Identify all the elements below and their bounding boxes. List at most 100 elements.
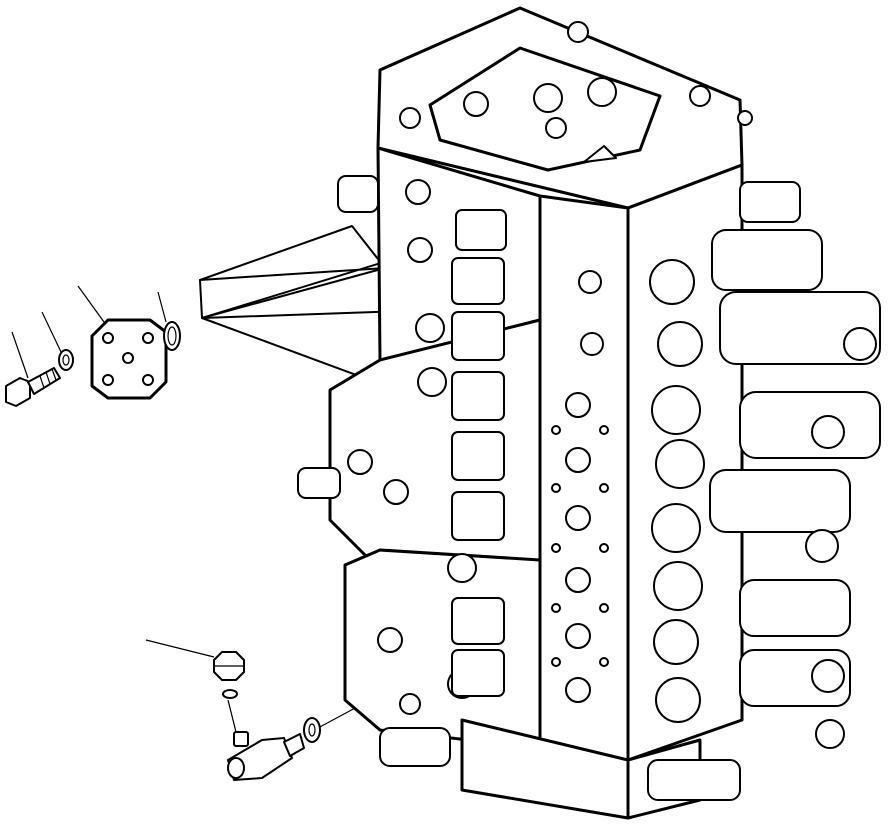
spool-1 <box>455 209 507 251</box>
leader-line-o-ring <box>157 291 167 323</box>
valve-left-middle-section <box>328 318 542 572</box>
spool-6 <box>451 491 505 541</box>
leader-line-plug <box>145 639 215 658</box>
fitting-nose <box>283 733 305 757</box>
pillar-hole-7 <box>551 603 561 613</box>
projection-edge-upper <box>201 261 385 319</box>
spool-2 <box>451 257 505 305</box>
pillar-hole-8 <box>599 603 609 613</box>
o-ring-outer <box>163 321 181 351</box>
cap-2 <box>657 321 703 367</box>
port-6 <box>565 677 591 703</box>
fitting-icon <box>227 731 305 781</box>
valve-body <box>297 6 881 820</box>
cover-hole-3 <box>102 374 114 386</box>
relief-valve-2 <box>711 229 823 291</box>
cap-4 <box>655 439 705 489</box>
leader-line-small-o-ring <box>227 699 237 733</box>
left-port-7 <box>447 553 477 583</box>
cap-3 <box>651 385 701 435</box>
fitting-end <box>227 757 245 779</box>
bolt-head <box>5 377 31 407</box>
relief-end-5 <box>815 719 845 749</box>
port-8 <box>580 332 604 356</box>
cover-hole-4 <box>142 374 154 386</box>
top-bolt-1 <box>567 21 589 43</box>
relief-valve-1 <box>739 181 801 223</box>
bolt-thread-1 <box>39 375 45 389</box>
bolt-shank <box>27 367 61 395</box>
pillar-hole-6 <box>599 543 609 553</box>
cap-8 <box>655 677 701 723</box>
o-ring-icon <box>163 321 181 351</box>
port-1 <box>565 392 591 418</box>
port-5 <box>565 623 591 649</box>
bolt-thread-3 <box>51 368 57 381</box>
cap-1 <box>649 259 695 305</box>
o-ring-inner <box>167 326 177 346</box>
port-2 <box>565 447 591 473</box>
left-port-6 <box>383 479 409 505</box>
bottom-fitting-1 <box>379 727 451 767</box>
left-port-2 <box>407 237 433 263</box>
spool-7 <box>451 597 505 645</box>
top-arrow-mark <box>583 145 617 163</box>
washer-inner <box>62 354 70 366</box>
relief-end-4 <box>811 659 845 693</box>
bottom-fitting-2 <box>647 759 741 801</box>
spool-8 <box>451 649 505 697</box>
fitting-cap <box>233 731 249 747</box>
small-o-ring-icon <box>222 689 238 699</box>
cap-7 <box>653 619 699 665</box>
relief-end-2 <box>811 415 845 449</box>
valve-left-lower-section <box>343 548 542 750</box>
cover-plate-icon <box>90 318 168 400</box>
pillar-hole-2 <box>599 425 609 435</box>
fitting-o-ring-outer <box>303 717 321 743</box>
left-fitting-2 <box>337 175 379 213</box>
port-4 <box>565 567 591 593</box>
relief-valve-6 <box>739 579 851 637</box>
pillar-hole-9 <box>551 657 561 667</box>
projection-box <box>199 225 386 319</box>
relief-valve-4 <box>739 391 881 459</box>
spool-5 <box>451 431 505 481</box>
relief-valve-5 <box>709 469 851 533</box>
pillar-ports <box>551 270 609 703</box>
top-bolt-5 <box>689 85 711 107</box>
bolt-icon <box>5 367 61 407</box>
cover-hole-5 <box>122 352 134 364</box>
leader-lines <box>11 285 371 733</box>
pillar-hole-3 <box>551 483 561 493</box>
top-bolt-8 <box>737 110 753 126</box>
left-port-3 <box>415 313 445 343</box>
left-port-10 <box>399 693 421 715</box>
top-bolt-6 <box>545 117 567 139</box>
left-port-8 <box>377 627 403 653</box>
pillar-hole-10 <box>599 657 609 667</box>
fitting-o-ring-icon <box>303 717 321 743</box>
port-7 <box>578 270 602 294</box>
top-bolt-7 <box>399 107 421 129</box>
pillar-hole-1 <box>551 425 561 435</box>
pillar-hole-5 <box>551 543 561 553</box>
washer-outer <box>58 349 74 371</box>
fitting-o-ring-inner <box>308 723 316 737</box>
leader-line-washer <box>41 311 63 355</box>
lock-washer-icon <box>58 349 74 371</box>
pillar-hole-4 <box>599 483 609 493</box>
top-bolt-2 <box>463 91 489 117</box>
left-fitting-1 <box>297 467 341 499</box>
small-o-ring-outer <box>222 689 238 699</box>
plug-icon <box>213 651 245 681</box>
cover-hole-1 <box>102 332 114 344</box>
leader-line-cover-plate <box>77 285 105 323</box>
spool-3 <box>451 311 505 361</box>
top-bolt-3 <box>533 83 563 113</box>
leader-line-bolt <box>11 331 29 379</box>
cap-5 <box>651 503 701 553</box>
cap-6 <box>653 561 703 611</box>
spool-sections <box>451 209 507 697</box>
projection-edge-top <box>199 267 386 281</box>
